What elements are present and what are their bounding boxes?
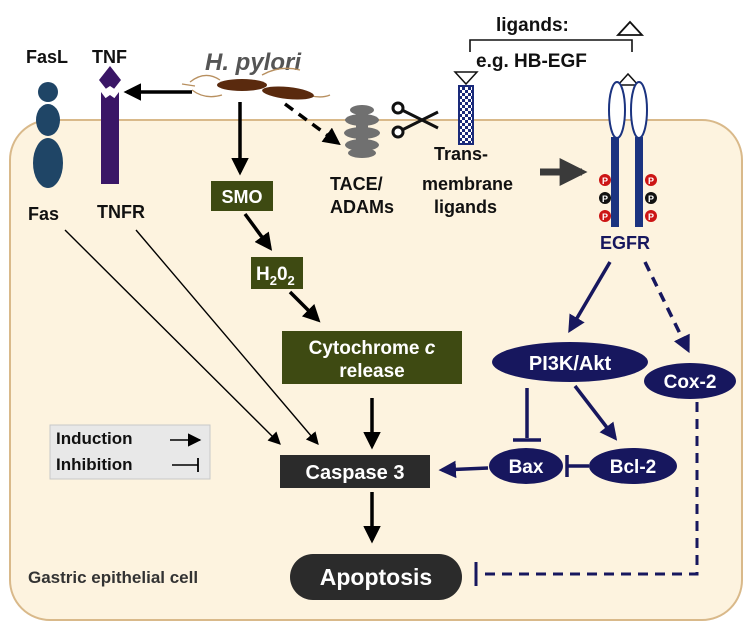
bax-oval [489,448,563,484]
apoptosis-label: Apoptosis [320,564,432,590]
phospho-sites: P P P P P P [599,174,657,222]
egfr-label: EGFR [600,233,650,253]
bcl-2-oval [589,448,677,484]
arrow-hpylori-to-tace [283,102,341,146]
arrow-pi3k-to-bcl2 [573,384,618,441]
arrow-h2o2-to-cyto [288,290,321,323]
arrow-tnfr-to-caspase [135,229,319,445]
tace-label: TACE/ [330,174,383,194]
cox-2-oval [644,363,736,399]
svg-text:P: P [648,194,654,204]
h2o2-box [251,257,303,289]
apoptosis-box [290,554,462,600]
caspase-3-box [280,455,430,488]
tnf-label: TNF [92,47,127,67]
cox-2-label: Cox-2 [664,372,717,393]
pi3k-akt-oval [492,342,648,382]
legend: Induction Inhibition [49,424,211,480]
ligands-label: ligands: [496,15,569,36]
caspase-3-label: Caspase 3 [306,462,405,484]
tnf-ligand-icon [99,66,121,94]
arrow-smo-to-h2o2 [243,212,273,251]
pi3k-akt-label: PI3K/Akt [529,353,612,375]
svg-text:P: P [602,194,608,204]
release-label: release [339,361,405,382]
cytochrome-c-box [282,331,462,384]
tnfr-label: TNFR [97,202,145,222]
trans-label-1: Trans- [434,144,488,164]
tace-enzyme-icon [344,105,380,158]
eg-label: e.g. HB-EGF [476,51,587,72]
inhibit-cox2-to-apoptosis [478,402,699,576]
arrow-egfr-to-pi3k [568,261,612,334]
arrow-bax-to-caspase [438,460,489,479]
trans-label-2: membrane [422,174,513,194]
svg-text:P: P [648,176,654,186]
fas-label: Fas [28,204,59,224]
ligands-bracket [469,39,633,52]
legend-induction-label: Induction [56,429,132,448]
fas-receptor-icon [33,104,63,188]
legend-inhibition-label: Inhibition [56,455,132,474]
h2o2-label: H202 [256,264,295,288]
adams-label: ADAMs [330,197,394,217]
fasl-label: FasL [26,47,68,67]
svg-text:P: P [648,212,654,222]
smo-label: SMO [221,187,262,207]
ligand-triangle-icon [615,20,645,36]
egfr-receptor-icon [608,72,648,227]
transmembrane-ligand-icon [453,71,479,145]
cytochrome-c-label: Cytochrome c [309,338,436,359]
fasl-ligand-icon [38,82,58,102]
gastric-cell-label: Gastric epithelial cell [28,568,198,587]
scissors-icon [391,101,439,139]
svg-text:P: P [602,176,608,186]
hpylori-bacterium [181,67,331,100]
arrow-fas-to-caspase [64,229,281,445]
smo-box [211,181,273,211]
trans-label-3: ligands [434,197,497,217]
svg-text:P: P [602,212,608,222]
bax-label: Bax [509,457,544,478]
tnfr-receptor-icon [101,86,119,184]
hpylori-label: H. pylori [205,49,302,76]
bcl-2-label: Bcl-2 [610,457,656,478]
